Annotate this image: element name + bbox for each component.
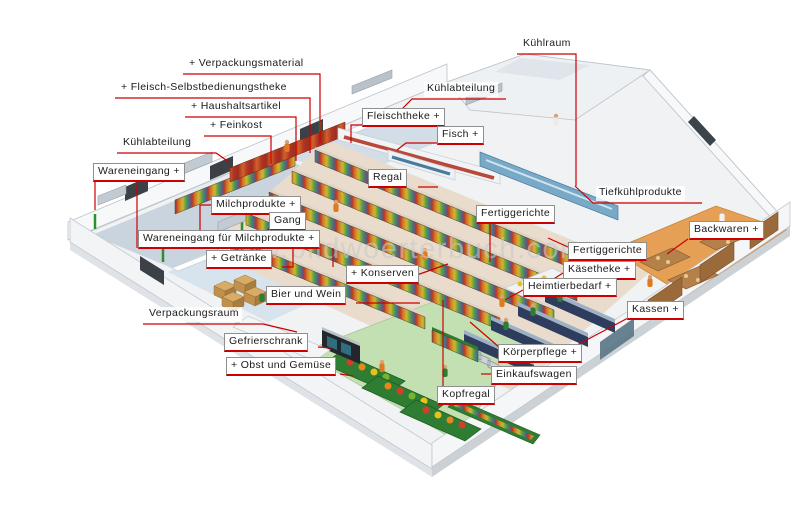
label-heimtierbedarf[interactable]: Heimtierbedarf + bbox=[523, 278, 617, 297]
label-milchprodukte[interactable]: Milchprodukte + bbox=[211, 196, 301, 215]
leader-konserven bbox=[413, 263, 449, 277]
leader-koerperpflege bbox=[469, 321, 500, 348]
leader-fisch bbox=[396, 142, 437, 151]
leader-verpackungsraum bbox=[143, 323, 298, 333]
produce-tables bbox=[323, 351, 482, 442]
label-fertiggerichte-2[interactable]: Fertiggerichte bbox=[568, 242, 648, 261]
label-fisch[interactable]: Fisch + bbox=[437, 126, 484, 145]
leader-kuehlraum bbox=[517, 53, 577, 186]
leader-heimtierbedarf bbox=[504, 289, 524, 301]
label-konserven[interactable]: + Konserven bbox=[346, 265, 420, 284]
leader-backwaren bbox=[666, 238, 689, 255]
freezer-cabinet bbox=[322, 327, 360, 364]
leader-obst-und-gemuese bbox=[339, 373, 354, 377]
label-fleischtheke[interactable]: Fleischtheke + bbox=[362, 108, 445, 127]
entrance-door bbox=[600, 318, 634, 360]
label-bier-und-wein[interactable]: Bier und Wein bbox=[266, 286, 347, 305]
label-getraenke[interactable]: + Getränke bbox=[206, 250, 272, 269]
label-einkaufswagen[interactable]: Einkaufswagen bbox=[491, 366, 577, 385]
leader-tiefkuehlprodukte bbox=[574, 185, 702, 204]
label-verpackungsmaterial[interactable]: + Verpackungsmaterial bbox=[186, 57, 307, 72]
leader-getraenke bbox=[282, 244, 294, 268]
label-kuehlabteilung-oben[interactable]: Kühlabteilung bbox=[424, 82, 499, 97]
label-kopfregal[interactable]: Kopfregal bbox=[437, 386, 496, 405]
label-gefrierschrank[interactable]: Gefrierschrank bbox=[224, 333, 308, 352]
label-verpackungsraum[interactable]: Verpackungsraum bbox=[146, 307, 242, 322]
label-haushaltsartikel[interactable]: + Haushaltsartikel bbox=[188, 100, 285, 115]
label-fleisch-selbstbedienungstheke[interactable]: + Fleisch-Selbstbedienungstheke bbox=[118, 81, 290, 96]
label-tiefkuehlprodukte[interactable]: Tiefkühlprodukte bbox=[596, 186, 685, 201]
leader-kuehlabteilung-oben bbox=[398, 98, 506, 113]
leader-feinkost bbox=[204, 135, 272, 164]
fish-counter bbox=[387, 149, 456, 181]
label-koerperpflege[interactable]: Körperpflege + bbox=[498, 344, 583, 363]
leader-fleisch-selbstbedienungstheke bbox=[115, 97, 311, 153]
leader-verpackungsmaterial bbox=[183, 73, 321, 143]
leader-fleischtheke bbox=[350, 124, 362, 143]
label-backwaren[interactable]: Backwaren + bbox=[689, 221, 764, 240]
leader-haushaltsartikel bbox=[185, 116, 297, 161]
label-feinkost[interactable]: + Feinkost bbox=[207, 119, 266, 134]
leader-gefrierschrank bbox=[317, 346, 332, 349]
meat-counter bbox=[337, 127, 501, 185]
label-regal[interactable]: Regal bbox=[368, 169, 408, 188]
label-kassen[interactable]: Kassen + bbox=[627, 301, 684, 320]
label-fertiggerichte-1[interactable]: Fertiggerichte bbox=[476, 205, 556, 224]
label-wareneingang-fuer-milchprodukte[interactable]: Wareneingang für Milchprodukte + bbox=[138, 230, 320, 249]
leader-milchprodukte bbox=[199, 204, 211, 231]
label-kuehlraum[interactable]: Kühlraum bbox=[520, 37, 574, 52]
leader-fertiggerichte-2 bbox=[547, 237, 569, 248]
leader-kuehlabteilung-links bbox=[117, 152, 230, 163]
label-kaesetheke[interactable]: Käsetheke + bbox=[563, 261, 636, 280]
label-kuehlabteilung-links[interactable]: Kühlabteilung bbox=[120, 136, 195, 151]
label-wareneingang[interactable]: Wareneingang + bbox=[93, 163, 185, 182]
label-obst-und-gemuese[interactable]: + Obst und Gemüse bbox=[226, 357, 337, 376]
label-gang[interactable]: Gang bbox=[269, 212, 307, 231]
